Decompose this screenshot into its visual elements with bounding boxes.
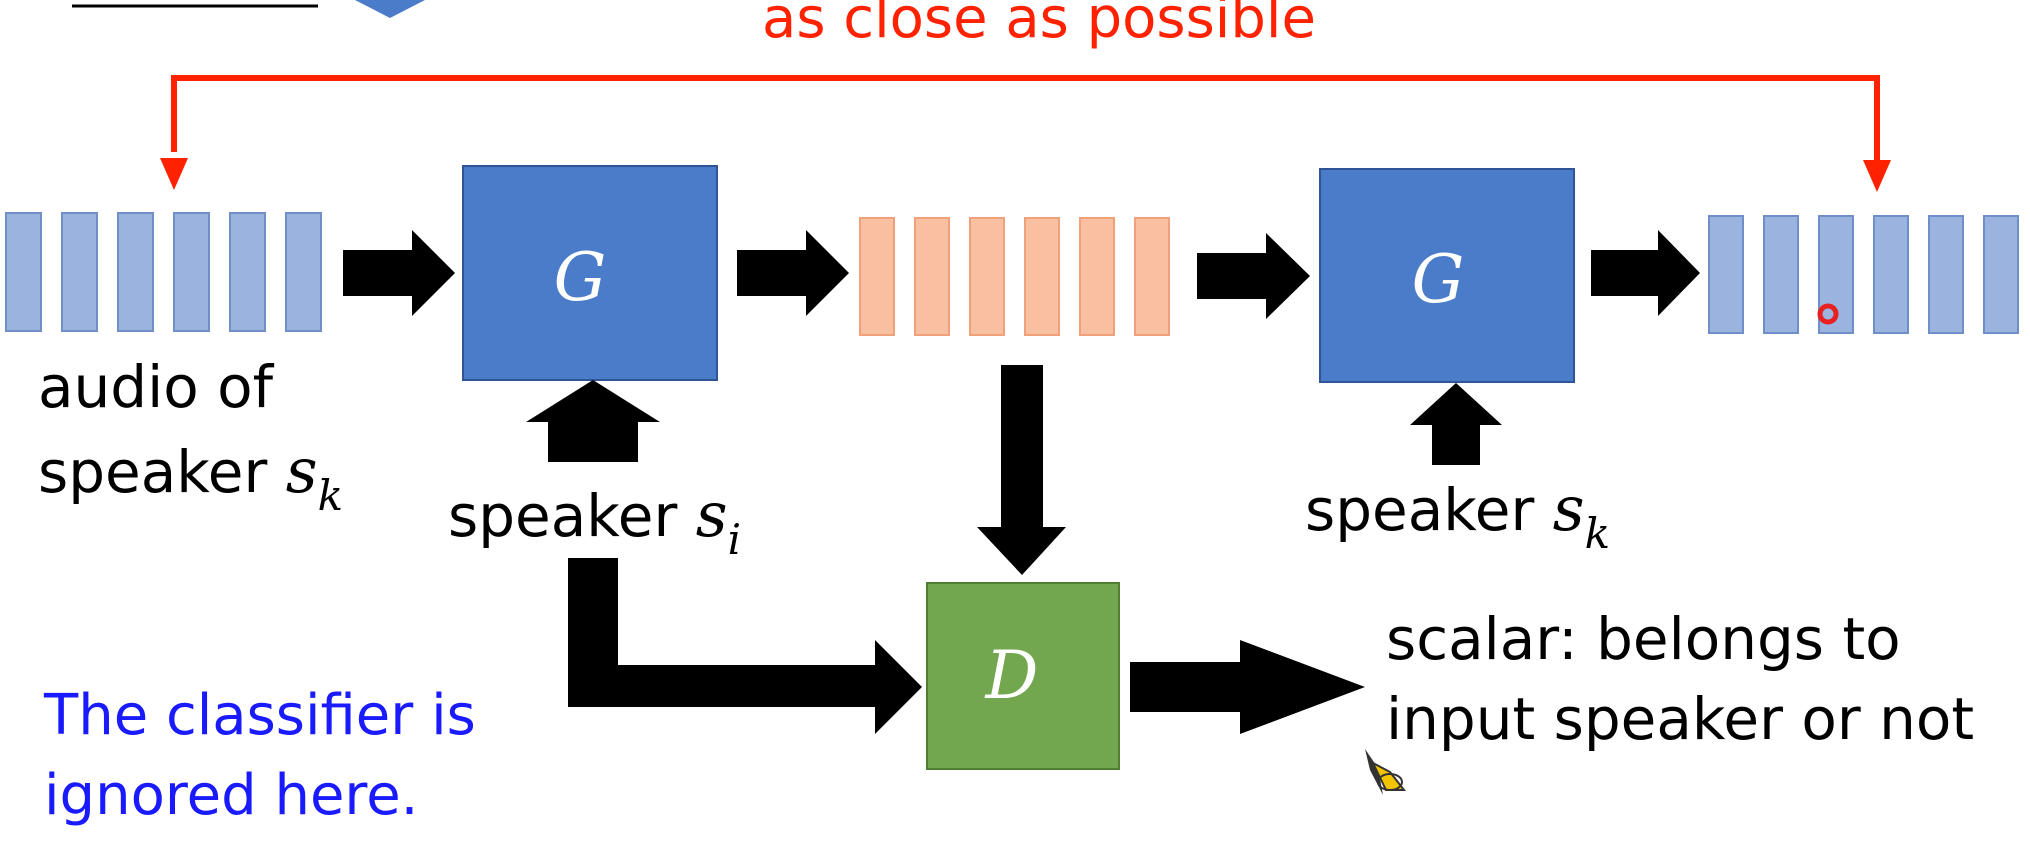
converted-frame: [914, 217, 950, 336]
reconstructed-frame: [1708, 215, 1744, 334]
arrow-right-icon: [737, 230, 849, 316]
partial-shape: [355, 0, 425, 18]
reconstructed-frame: [1873, 215, 1909, 334]
arrow-right-icon: [1197, 233, 1310, 319]
arrow-right-icon: [1130, 640, 1365, 734]
generator-1-condition-symbol: s: [695, 478, 728, 551]
generator-1-condition-text: speaker: [448, 482, 696, 550]
arrow-right-icon: [568, 558, 922, 734]
discriminator-output-line2: input speaker or not: [1386, 685, 1975, 753]
generator-2-condition-symbol: s: [1552, 472, 1585, 545]
classifier-note-line2: ignored here.: [44, 763, 419, 828]
input-audio-label-line2: speaker sk: [38, 440, 343, 517]
discriminator-output-line1: scalar: belongs to: [1386, 605, 1901, 673]
reconstructed-frame: [1928, 215, 1964, 334]
generator-2-condition-label: speaker sk: [1305, 478, 1610, 555]
input-frame: [229, 212, 266, 332]
input-frame: [61, 212, 98, 332]
arrow-right-icon: [343, 230, 455, 316]
input-speaker-subscript: k: [317, 471, 344, 520]
reconstructed-frame: [1818, 215, 1854, 334]
input-audio-line1-text: audio of: [38, 353, 274, 421]
input-audio-label-line1: audio of: [38, 358, 273, 416]
classifier-note-line1: The classifier is: [44, 683, 476, 748]
generator-2-box: [1319, 168, 1575, 383]
converted-frames: [859, 217, 1170, 336]
feedback-arrow: [171, 75, 1880, 160]
reconstructed-frame: [1983, 215, 2019, 334]
arrow-right-icon: [1591, 230, 1700, 316]
input-frame: [117, 212, 154, 332]
generator-1-label: G: [554, 239, 607, 316]
input-frame: [285, 212, 322, 332]
generator-2-label: G: [1412, 241, 1465, 318]
discriminator-label: D: [985, 637, 1039, 714]
converted-frame: [1134, 217, 1170, 336]
generator-1-box: [462, 165, 718, 381]
arrow-up-icon: [526, 380, 660, 462]
reconstructed-frames: [1708, 215, 2019, 334]
feedback-title: as close as possible: [762, 0, 1316, 51]
converted-frame: [859, 217, 895, 336]
pencil-cursor-icon: [1365, 749, 1407, 795]
converted-frame: [1079, 217, 1115, 336]
generator-1-condition-label: speaker si: [448, 484, 741, 561]
input-frames: [5, 212, 322, 332]
arrow-down-icon: [977, 365, 1066, 575]
converted-frame: [969, 217, 1005, 336]
generator-1-condition-subscript: i: [727, 515, 742, 564]
generator-2-condition-text: speaker: [1305, 476, 1553, 544]
input-frame: [173, 212, 210, 332]
discriminator-box: [926, 582, 1120, 770]
arrow-up-icon: [1410, 383, 1502, 465]
generator-2-condition-subscript: k: [1584, 509, 1611, 558]
classifier-note: The classifier is ignored here.: [44, 676, 476, 836]
input-audio-line2-text: speaker: [38, 438, 286, 506]
feedback-arrowhead-right: [1863, 160, 1891, 192]
feedback-arrowhead-left: [160, 158, 188, 190]
input-speaker-symbol: s: [285, 434, 318, 507]
laser-pointer-icon: [1817, 303, 1839, 325]
reconstructed-frame: [1763, 215, 1799, 334]
converted-frame: [1024, 217, 1060, 336]
input-frame: [5, 212, 42, 332]
